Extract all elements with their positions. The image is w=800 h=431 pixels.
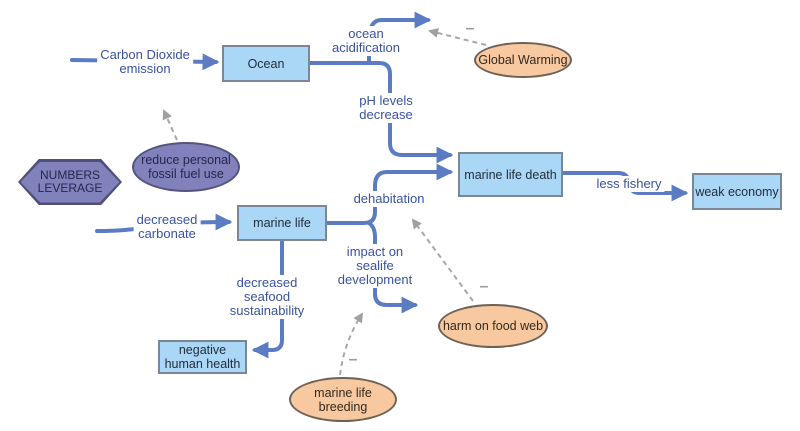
label-ph-levels-decrease: pH levels decrease (356, 93, 416, 123)
label-ocean-acidification: ocean acidification (329, 26, 403, 56)
edge-harm-food-web-to-dehabitation-dashed (411, 218, 474, 302)
node-negative-human-health: negative human health (158, 340, 247, 374)
node-global-warming: Global Warming (474, 42, 572, 78)
label-decreased-carbonate: decreased carbonate (133, 212, 201, 242)
label-decreased-seafood-sustainability: decreased seafood sustainability (226, 275, 308, 319)
label-impact-on-sealife-development: impact on sealife development (334, 244, 416, 288)
edge-impact-sealife-development-out (367, 221, 419, 314)
hexagon-fill (20, 161, 120, 203)
label-carbon-dioxide-emission: Carbon Dioxide emission (97, 47, 193, 77)
node-harm-on-food-web: harm on food web (438, 304, 548, 348)
minus-sign-harm-on-food-web: – (479, 278, 489, 295)
label-dehabitation: dehabitation (350, 191, 428, 207)
hexagon-label: NUMBERS LEVERAGE (37, 167, 103, 195)
edge-seafood-to-negative-human-health (251, 239, 284, 359)
node-ocean: Ocean (222, 45, 310, 82)
edge-global-warming-to-acidification-dashed (428, 28, 487, 46)
node-marine-life-breeding: marine life breeding (289, 377, 397, 422)
minus-sign-marine-life-breeding: – (348, 351, 358, 368)
node-reduce-personal-fossil-fuel-use: reduce personal fossil fuel use (132, 142, 240, 192)
node-marine-life: marine life (237, 205, 327, 241)
minus-sign-global-warming: – (465, 20, 475, 37)
hexagon-numbers-leverage: NUMBERS LEVERAGE (18, 159, 122, 205)
node-marine-life-death: marine life death (458, 152, 563, 197)
node-weak-economy: weak economy (692, 173, 782, 210)
label-less-fishery: less fishery (593, 176, 665, 192)
edge-reduce-fossil-to-co2-dashed (162, 109, 178, 141)
